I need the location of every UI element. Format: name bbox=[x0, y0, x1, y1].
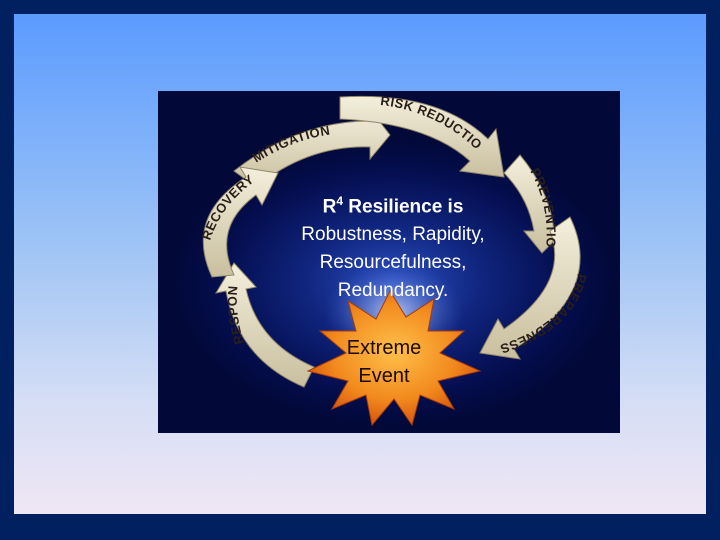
extreme-event-line-2: Event bbox=[358, 365, 410, 387]
risk-reduction-arrow bbox=[339, 95, 505, 178]
resilience-heading: R4 Resilience is bbox=[322, 194, 464, 218]
resilience-definition: R4 Resilience is Robustness, Rapidity, R… bbox=[258, 187, 528, 305]
definition-line-2: Resourcefulness, bbox=[319, 252, 467, 274]
extreme-event-label: Extreme Event bbox=[324, 334, 444, 390]
mitigation-arrow bbox=[233, 107, 391, 188]
cycle-diagram: MITIGATION RISK REDUCTION PREVENTION PRE… bbox=[158, 91, 589, 427]
disaster-cycle-figure: MITIGATION RISK REDUCTION PREVENTION PRE… bbox=[158, 91, 620, 433]
recovery-arrow bbox=[202, 166, 279, 278]
definition-line-1: Robustness, Rapidity, bbox=[301, 224, 485, 246]
definition-line-3: Redundancy. bbox=[337, 280, 449, 302]
slide-background: MITIGATION RISK REDUCTION PREVENTION PRE… bbox=[14, 14, 706, 514]
extreme-event-burst bbox=[306, 289, 482, 427]
extreme-event-line-1: Extreme bbox=[346, 337, 422, 359]
preparedness-arrow bbox=[479, 216, 581, 360]
prevention-arrow bbox=[503, 154, 566, 254]
response-arrow bbox=[214, 262, 315, 388]
